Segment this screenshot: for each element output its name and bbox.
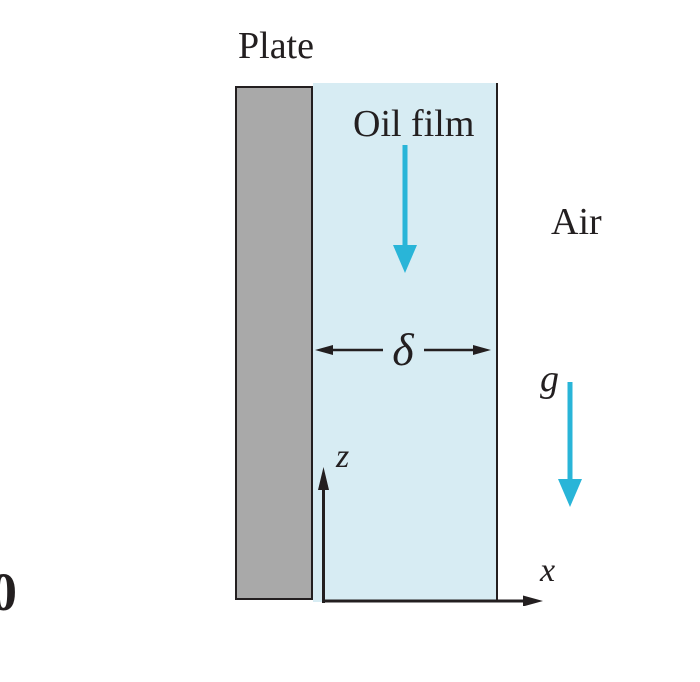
plate-rectangle: [235, 86, 313, 600]
air-label: Air: [551, 201, 602, 243]
z-axis-label: z: [336, 438, 350, 475]
oil-film-label: Oil film: [353, 103, 475, 145]
gravity-down-arrow-icon: [558, 382, 582, 507]
partial-figure-number: 0: [0, 562, 17, 622]
film-thickness-dimension-arrow-icon: [315, 345, 491, 355]
gravity-label: g: [540, 358, 559, 400]
coordinate-axes-icon: [318, 467, 543, 606]
oil-flow-down-arrow-icon: [393, 145, 417, 273]
plate-label: Plate: [238, 25, 314, 67]
film-thickness-delta-label: δ: [392, 324, 414, 375]
x-axis-label: x: [540, 552, 556, 589]
